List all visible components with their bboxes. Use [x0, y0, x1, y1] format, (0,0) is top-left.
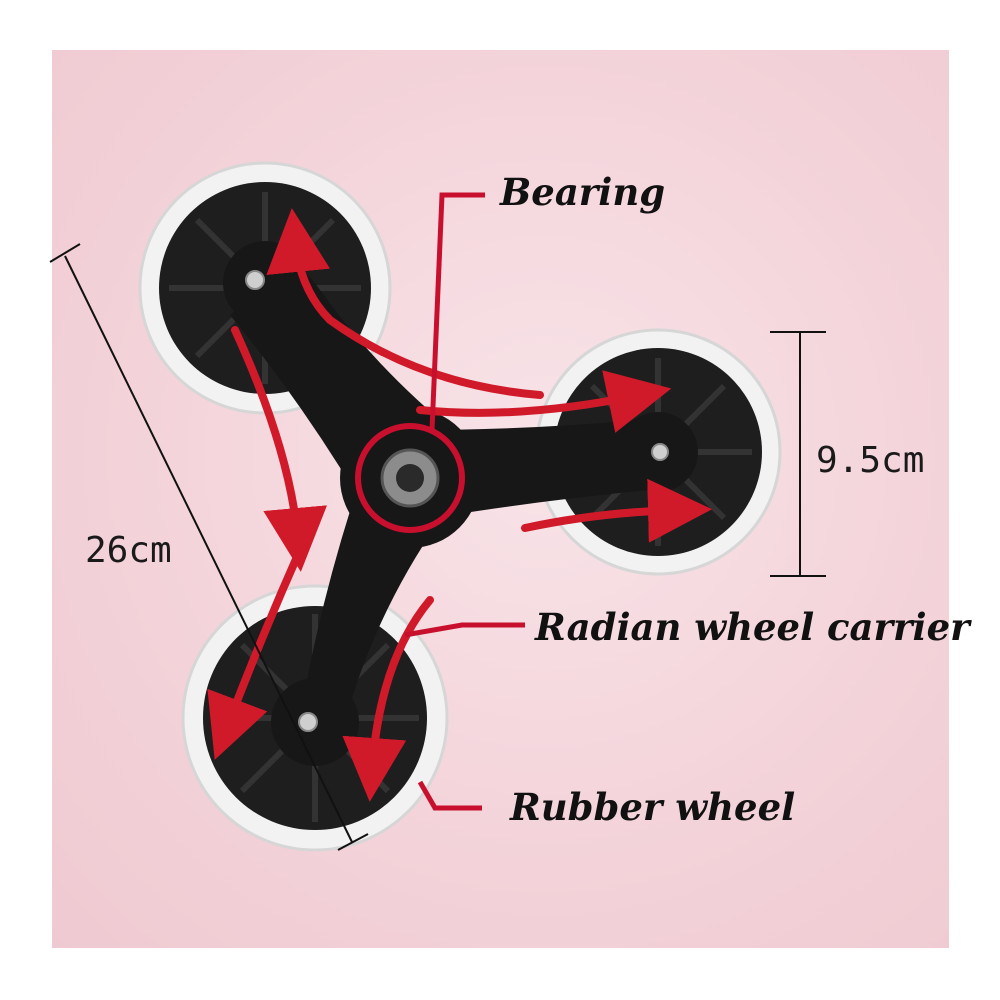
- dimension-lines: [49, 243, 826, 851]
- callout-lines: [404, 192, 525, 811]
- dimension-wheel-text: 9.5cm: [816, 440, 925, 481]
- dimension-diagonal-text: 26cm: [85, 530, 172, 571]
- axle-bolts: [245, 270, 669, 732]
- label-rubber-wheel: Rubber wheel: [510, 785, 796, 829]
- label-radian-wheel-carrier: Radian wheel carrier: [535, 605, 970, 649]
- bearing-hub: [355, 423, 465, 533]
- label-bearing: Bearing: [500, 170, 666, 214]
- rotation-arrows: [207, 208, 712, 802]
